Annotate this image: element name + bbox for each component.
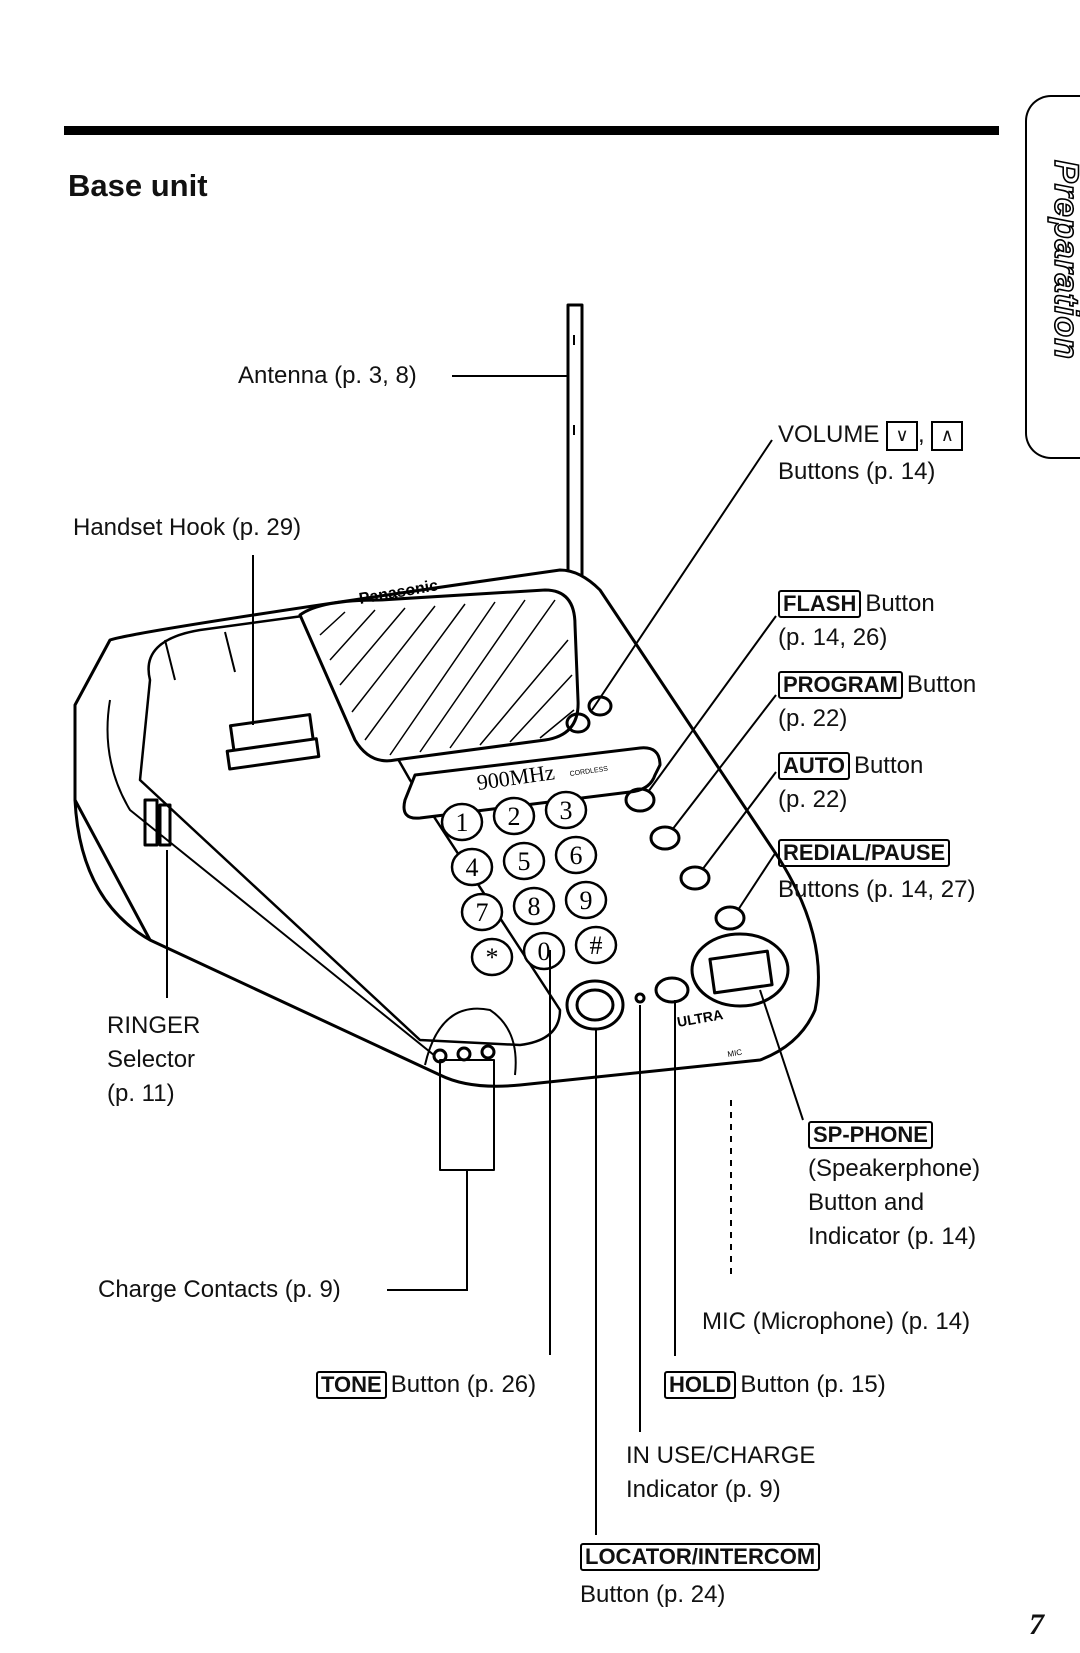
auto-page: (p. 22)	[778, 786, 848, 813]
volume-up-key: ∧	[931, 420, 964, 451]
keypad-key-5[interactable]	[502, 841, 546, 881]
auto-button	[679, 865, 711, 891]
sp-phone-label: SP-PHONE	[808, 1118, 937, 1152]
volume-buttons-label: Buttons (p. 14)	[778, 458, 936, 485]
flash-page: (p. 14, 26)	[778, 624, 888, 651]
mic-label: MIC (Microphone) (p. 14)	[702, 1308, 971, 1335]
section-tab[interactable]	[1025, 95, 1080, 459]
program-button	[649, 825, 681, 851]
charge-contacts-label: Charge Contacts (p. 9)	[98, 1276, 341, 1303]
keypad-key-label: 0	[538, 937, 551, 966]
keypad-key-label: 2	[508, 802, 521, 831]
volume-down-button	[565, 712, 591, 734]
ultra-label: ULTRA	[676, 1006, 724, 1030]
handset-hook-label: Handset Hook (p. 29)	[73, 514, 302, 541]
sp-phone-line3: Button and	[808, 1189, 925, 1216]
redial-text: Buttons (p. 14, 27)	[778, 876, 976, 903]
sp-phone-line4: Indicator (p. 14)	[808, 1223, 977, 1250]
sp-phone-line2: (Speakerphone)	[808, 1155, 981, 1182]
leader-program	[671, 694, 777, 831]
in-use-indicator	[634, 992, 646, 1004]
keypad-key-label: 5	[518, 847, 531, 876]
header-rule	[64, 126, 999, 135]
keypad-key-0[interactable]	[522, 931, 566, 971]
mic-printed: MIC	[727, 1048, 743, 1059]
flash-button	[624, 787, 656, 813]
volume-label: VOLUME ∨, ∧	[778, 418, 964, 452]
keypad-key-label: 9	[580, 886, 593, 915]
locator-label: LOCATOR/INTERCOM	[580, 1540, 824, 1574]
keypad-key-label: 8	[528, 892, 541, 921]
keypad-key-7[interactable]	[460, 892, 504, 932]
keypad-key-label: *	[486, 943, 499, 972]
keypad-key-label: 3	[560, 796, 573, 825]
ringer-label-2: Selector	[107, 1046, 196, 1073]
locator-text: Button (p. 24)	[580, 1581, 726, 1608]
sp-phone-button	[690, 932, 790, 1008]
page-number: 7	[1029, 1608, 1044, 1641]
program-page: (p. 22)	[778, 705, 848, 732]
display-panel	[402, 746, 662, 820]
page-title: Base unit	[68, 168, 208, 203]
keypad-key-3[interactable]	[544, 790, 588, 830]
speaker-grille	[298, 588, 580, 763]
keypad-key-9[interactable]	[564, 880, 608, 920]
keypad-key-6[interactable]	[554, 835, 598, 875]
redial-label: REDIAL/PAUSE	[778, 836, 954, 870]
leader-flash	[647, 615, 777, 793]
locator-button	[565, 979, 625, 1031]
leader-sp-phone	[759, 989, 804, 1121]
leader-volume	[591, 439, 773, 711]
keypad-key-4[interactable]	[450, 847, 494, 887]
inuse-label-2: Indicator (p. 9)	[626, 1476, 781, 1503]
leader-auto	[701, 771, 777, 871]
keypad-key-label: 1	[456, 808, 469, 837]
keypad-key-label: #	[590, 931, 603, 960]
ringer-label-3: (p. 11)	[107, 1080, 175, 1107]
hold-button	[654, 976, 690, 1004]
ringer-label-1: RINGER	[107, 1012, 201, 1039]
ringer-selector	[143, 798, 159, 847]
keypad-key-hash[interactable]	[574, 925, 618, 965]
antenna-label: Antenna (p. 3, 8)	[238, 362, 417, 389]
keypad-key-8[interactable]	[512, 886, 556, 926]
keypad-key-label: 7	[476, 898, 489, 927]
keypad-key-2[interactable]	[492, 796, 536, 836]
leader-charge	[387, 1170, 468, 1291]
keypad-key-label: 6	[570, 841, 583, 870]
redial-button	[714, 905, 746, 931]
inuse-label-1: IN USE/CHARGE	[626, 1442, 816, 1469]
keypad-key-label: 4	[466, 853, 479, 882]
leader-redial	[737, 851, 777, 911]
keypad-key-1[interactable]	[440, 802, 484, 842]
volume-down-key: ∨	[886, 420, 919, 451]
keypad-key-star[interactable]	[470, 937, 514, 977]
